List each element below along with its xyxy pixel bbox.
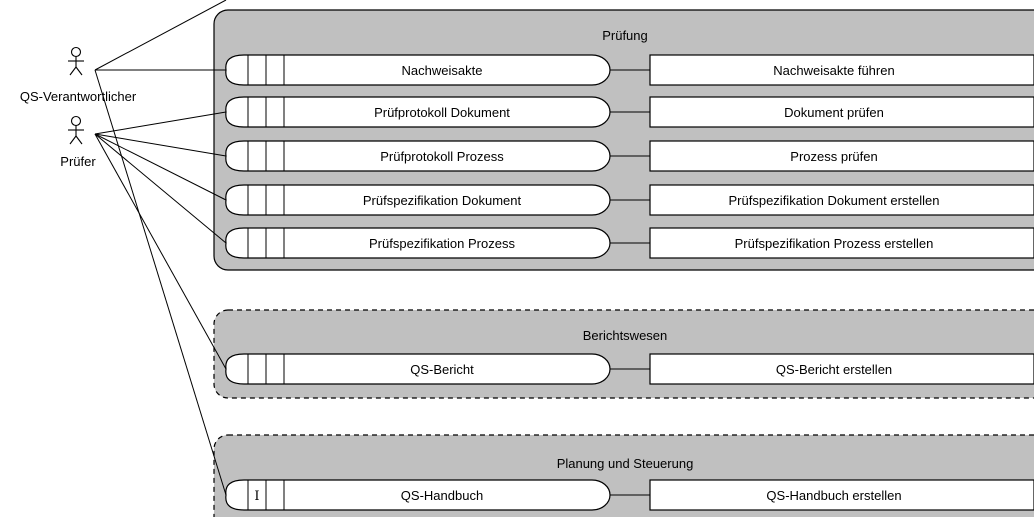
- function-box[interactable]: [649, 353, 1034, 385]
- object-shape[interactable]: [225, 184, 611, 216]
- connector-lines: [94, 0, 227, 496]
- object-label: Prüfspezifikation Dokument: [363, 193, 522, 208]
- actor-to-object-line: [94, 0, 227, 71]
- row-qs-handbuch: I QS-Handbuch QS-Handbuch erstellen: [225, 479, 1034, 511]
- row-pr-fspezifikation-prozess: Prüfspezifikation Prozess Prüfspezifikati…: [225, 227, 1034, 259]
- actor-label: Prüfer: [60, 154, 96, 169]
- actor-to-object-line: [94, 69, 227, 496]
- object-label: Nachweisakte: [402, 63, 483, 78]
- function-label: Prüfspezifikation Prozess erstellen: [735, 236, 934, 251]
- row-pr-fprotokoll-prozess: Prüfprotokoll Prozess Prozess prüfen: [225, 140, 1034, 172]
- object-shape[interactable]: [225, 227, 611, 259]
- function-box[interactable]: [649, 96, 1034, 128]
- group-title: Prüfung: [602, 28, 648, 43]
- actor-pr-fer-icon: [68, 115, 84, 145]
- function-label: QS-Bericht erstellen: [776, 362, 892, 377]
- row-pr-fprotokoll-dokument: Prüfprotokoll Dokument Dokument prüfen: [225, 96, 1034, 128]
- row-pr-fspezifikation-dokument: Prüfspezifikation Dokument Prüfspezifikat…: [225, 184, 1034, 216]
- actor-label: QS-Verantwortlicher: [20, 89, 137, 104]
- function-box[interactable]: [649, 54, 1034, 86]
- function-label: QS-Handbuch erstellen: [766, 488, 901, 503]
- object-shape[interactable]: [225, 54, 611, 86]
- function-label: Prüfspezifikation Dokument erstellen: [729, 193, 940, 208]
- object-marker: I: [254, 489, 259, 504]
- function-box[interactable]: [649, 479, 1034, 511]
- object-shape[interactable]: [225, 479, 611, 511]
- actor-to-object-line: [94, 133, 227, 157]
- group-title: Berichtswesen: [583, 328, 668, 343]
- function-box[interactable]: [649, 184, 1034, 216]
- function-label: Nachweisakte führen: [773, 63, 894, 78]
- object-label: Prüfspezifikation Prozess: [369, 236, 515, 251]
- actor-to-object-line: [94, 133, 227, 370]
- object-shape[interactable]: [225, 96, 611, 128]
- object-label: Prüfprotokoll Dokument: [374, 105, 510, 120]
- actor-to-object-line: [94, 133, 227, 244]
- object-label: QS-Bericht: [410, 362, 474, 377]
- function-label: Prozess prüfen: [790, 149, 877, 164]
- actor-to-object-line: [94, 111, 227, 135]
- function-label: Dokument prüfen: [784, 105, 884, 120]
- rows-layer: Nachweisakte Nachweisakte führenPrüfproto…: [225, 54, 1034, 511]
- function-box[interactable]: [649, 227, 1034, 259]
- object-shape[interactable]: [225, 140, 611, 172]
- actor-to-object-line: [94, 133, 227, 201]
- object-shape[interactable]: [225, 353, 611, 385]
- function-box[interactable]: [649, 140, 1034, 172]
- row-qs-bericht: QS-Bericht QS-Bericht erstellen: [225, 353, 1034, 385]
- object-label: QS-Handbuch: [401, 488, 483, 503]
- object-label: Prüfprotokoll Prozess: [380, 149, 504, 164]
- row-nachweisakte: Nachweisakte Nachweisakte führen: [225, 54, 1034, 86]
- actor-qs-verantwortlicher-icon: [68, 46, 84, 76]
- group-title: Planung und Steuerung: [557, 456, 694, 471]
